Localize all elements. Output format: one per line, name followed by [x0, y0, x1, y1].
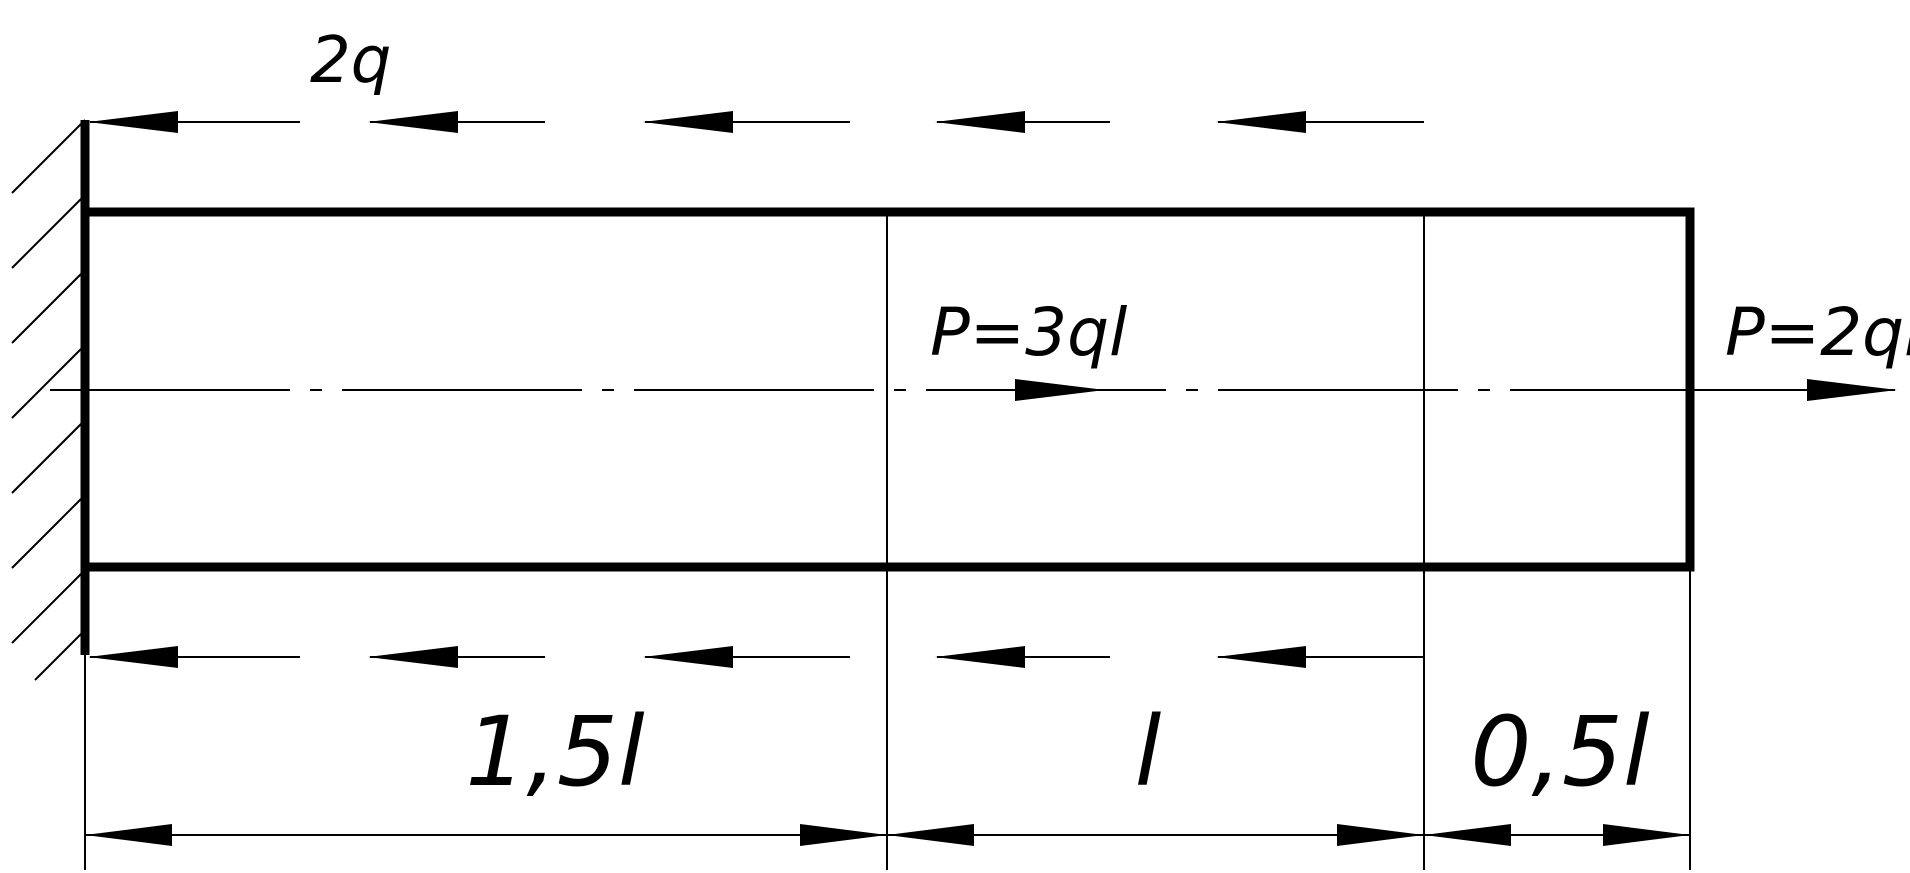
load-arrow-top: [1216, 111, 1424, 133]
force-middle-arrow: [1015, 379, 1105, 401]
force-middle-label: P=3ql: [930, 294, 1128, 371]
distributed-load-bottom: [88, 646, 1424, 668]
dimension-label-2: l: [1135, 696, 1162, 808]
dimensions: [84, 567, 1691, 870]
load-arrow-top: [935, 111, 1110, 133]
support-hatching: [11, 119, 86, 681]
dimension-label-3: 0,5l: [1470, 696, 1650, 808]
load-arrow-top: [643, 111, 850, 133]
force-end-label: P=2ql: [1725, 294, 1910, 371]
force-end-arrow: [1690, 379, 1897, 401]
load-arrow-bottom: [88, 646, 300, 668]
distributed-load-top: [88, 111, 1424, 133]
load-arrow-bottom: [935, 646, 1110, 668]
dimension-arrowheads: [85, 824, 1690, 846]
dimension-label-1: 1,5l: [465, 696, 645, 808]
load-arrow-bottom: [643, 646, 850, 668]
fixed-support: [11, 119, 90, 681]
load-arrow-top: [88, 111, 300, 133]
load-arrow-top: [368, 111, 545, 133]
distributed-load-label: 2q: [310, 24, 391, 98]
load-arrow-bottom: [368, 646, 545, 668]
load-arrow-bottom: [1216, 646, 1424, 668]
